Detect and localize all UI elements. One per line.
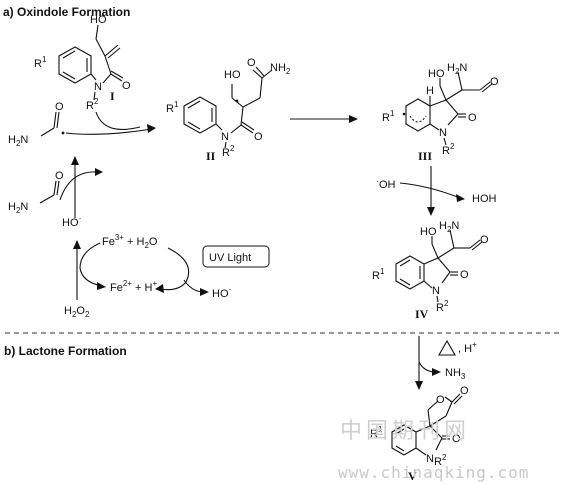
svg-text:O: O xyxy=(490,76,499,88)
compound-III-ring xyxy=(405,98,431,132)
uv-ho-radical: HO· xyxy=(212,284,232,300)
compound-II: R1 N R2 O HO O NH2 II xyxy=(166,57,291,163)
svg-text:N: N xyxy=(439,127,447,139)
arrow-I-to-II xyxy=(65,128,153,135)
radical-dot xyxy=(61,131,65,135)
compound-III-r1: R1 xyxy=(382,109,395,124)
section-b-title: b) Lactone Formation xyxy=(4,344,127,358)
formamide-h2n: H2N xyxy=(8,134,28,148)
svg-text:O: O xyxy=(55,170,64,182)
compound-II-nh2: NH2 xyxy=(270,62,291,76)
compound-I-label: I xyxy=(110,89,115,103)
svg-text:O: O xyxy=(460,385,469,397)
compound-I-r2: R2 xyxy=(86,97,99,112)
svg-text:N: N xyxy=(221,131,229,143)
lactone-conditions: , H+ xyxy=(458,340,477,355)
svg-text:O: O xyxy=(468,112,477,124)
compound-I-o: O xyxy=(122,80,131,92)
hoh-product: HOH xyxy=(472,193,497,205)
cycle-ho-radical: HO· xyxy=(62,213,82,229)
formamide-radical: H2N O xyxy=(8,101,65,148)
compound-I-ho: HO xyxy=(90,14,107,26)
compound-I-ring xyxy=(58,46,92,84)
compound-III-label: III xyxy=(418,149,432,163)
svg-text:N: N xyxy=(432,285,440,297)
compound-IV-r2: R2 xyxy=(436,299,449,314)
compound-II-r1: R1 xyxy=(166,100,179,115)
compound-V: R1 O N R2 O O V xyxy=(370,385,469,483)
compound-I-r1: R1 xyxy=(34,55,47,70)
fe2-h: Fe2+ + H+ xyxy=(110,279,157,294)
radical-cycle: H2N O HO· Fe3+ + H2O Fe2+ + H+ HO· UV Li… xyxy=(8,156,270,319)
compound-II-label: II xyxy=(206,149,216,163)
compound-I: R1 N R2 O HO I xyxy=(34,14,131,112)
svg-text:O: O xyxy=(247,57,256,69)
arrow-h-abstraction xyxy=(59,171,99,201)
cycle-formamide-h2n: H2N xyxy=(8,201,28,215)
compound-IV-label: IV xyxy=(415,307,429,321)
nh3-byproduct: NH3 xyxy=(445,367,466,381)
compound-IV-r1: R1 xyxy=(372,267,385,282)
compound-III: R1 H N O R2 HO O H2N III xyxy=(382,62,499,163)
svg-text:O: O xyxy=(460,269,469,281)
svg-text:HO: HO xyxy=(428,68,445,80)
uv-light-label: UV Light xyxy=(209,252,251,264)
h2o2: H2O2 xyxy=(64,305,90,319)
uv-light-box xyxy=(202,245,270,268)
arrow-I-to-II-curve xyxy=(95,111,141,130)
svg-text:O: O xyxy=(254,131,263,143)
watermark-url: www.chinaqking.com xyxy=(338,463,529,482)
compound-III-r2: R2 xyxy=(442,142,455,157)
compound-V-r2: R2 xyxy=(434,453,447,468)
svg-text:N: N xyxy=(426,453,434,465)
compound-IV-h2n: H2N xyxy=(439,220,459,234)
section-a-title: a) Oxindole Formation xyxy=(3,5,130,19)
compound-II-r2: R2 xyxy=(222,144,235,159)
arrow-fe-cycle xyxy=(159,247,190,291)
svg-text:O: O xyxy=(452,433,461,445)
compound-I-n: N xyxy=(94,81,102,93)
watermark-cn: 中国期刊网 xyxy=(340,419,470,444)
svg-text:O: O xyxy=(55,101,64,113)
svg-text:H: H xyxy=(426,85,434,97)
svg-text:O: O xyxy=(480,234,489,246)
heat-triangle-icon xyxy=(438,339,456,356)
svg-text:HO: HO xyxy=(420,226,437,238)
svg-text:O: O xyxy=(436,394,445,406)
svg-text:HO: HO xyxy=(224,69,241,81)
compound-IV: R1 N O R2 HO O H2N IV xyxy=(372,220,489,321)
compound-III-h2n: H2N xyxy=(447,62,467,76)
compound-II-ring xyxy=(183,96,217,134)
compound-V-r1: R1 xyxy=(370,425,383,440)
compound-V-label: V xyxy=(408,469,417,483)
fe3-h2o: Fe3+ + H2O xyxy=(102,233,158,250)
oh-radical: ·OH xyxy=(376,176,396,191)
